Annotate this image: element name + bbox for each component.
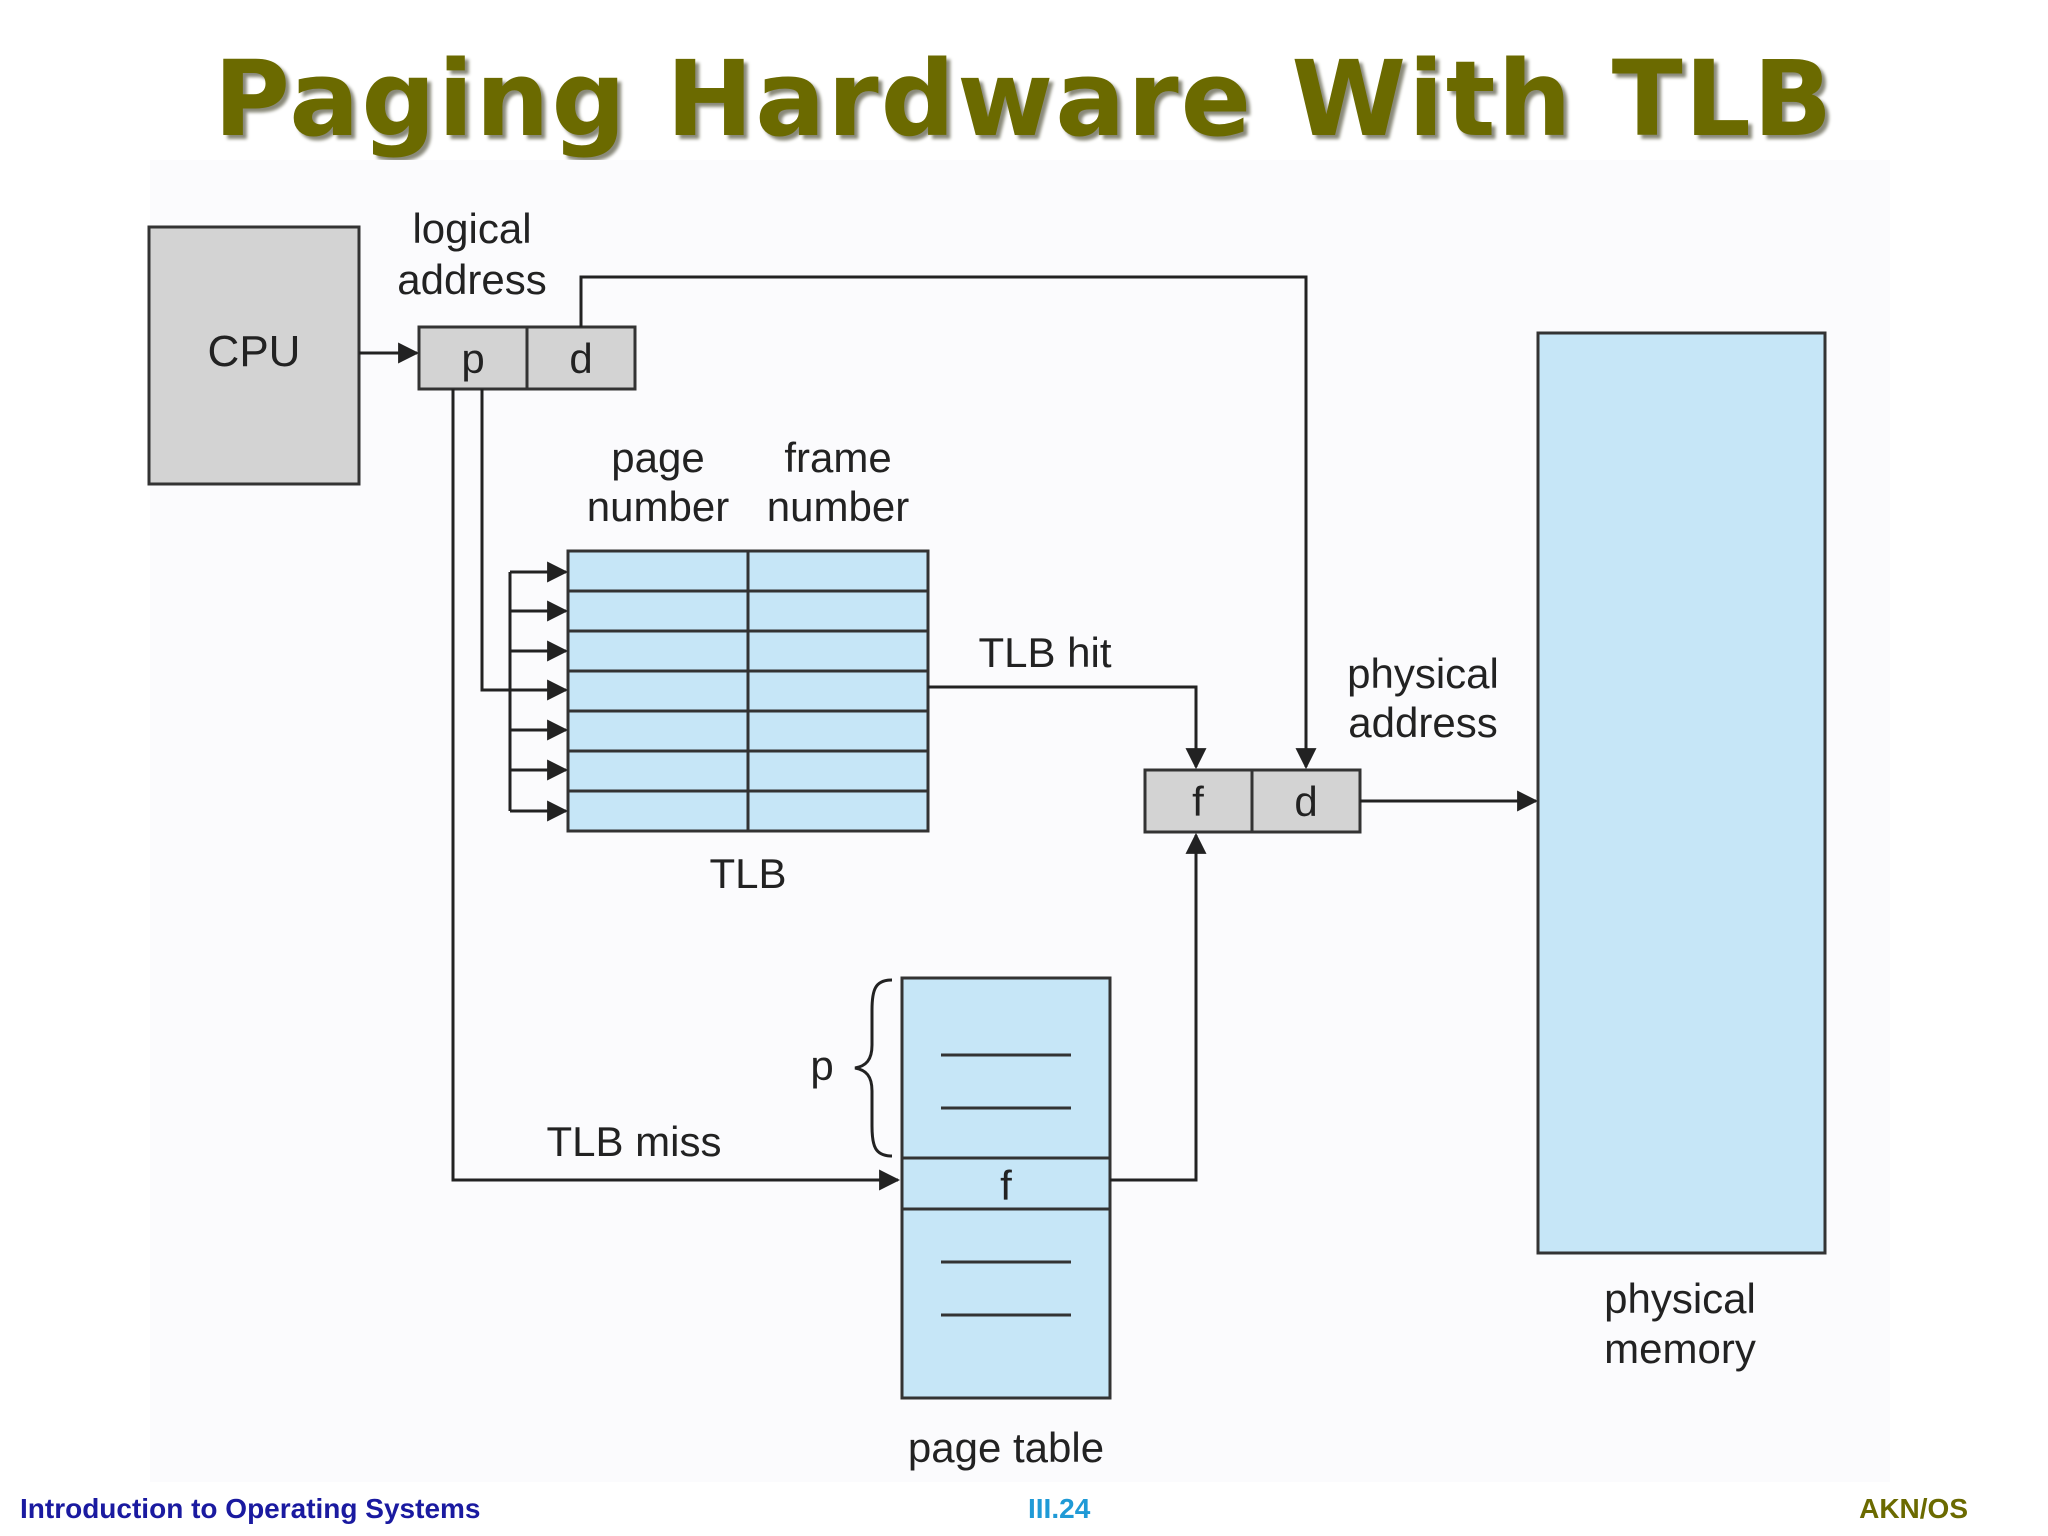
page-table-f: f <box>1000 1162 1012 1209</box>
physical-address-label-line1: physical <box>1347 650 1499 697</box>
tlb-search-arrows <box>480 389 569 822</box>
tlb-col-page-line2: number <box>587 483 729 530</box>
logical-address-d-cell <box>525 325 637 391</box>
logical-address-label-line1: logical <box>412 205 531 252</box>
physical-memory-box <box>1536 331 1827 1255</box>
footer-page-number: III.24 <box>1028 1493 1091 1524</box>
footer-course: Introduction to Operating Systems <box>20 1493 481 1524</box>
tlb-hit-path <box>928 685 1207 770</box>
offset-d-path <box>579 275 1317 770</box>
tlb-col-page-line1: page <box>611 434 704 481</box>
physical-address-d-cell <box>1250 768 1362 834</box>
physical-address-label-line2: address <box>1348 699 1497 746</box>
logical-address-label-line2: address <box>397 256 546 303</box>
physical-address-f: f <box>1192 778 1204 825</box>
physical-memory-label-line1: physical <box>1604 1275 1756 1322</box>
cpu-box <box>147 225 361 486</box>
cpu-label: CPU <box>208 327 301 376</box>
footer-author: AKN/OS <box>1859 1493 1968 1524</box>
tlb-col-frame-line2: number <box>767 483 909 530</box>
tlb-miss-path <box>451 389 901 1191</box>
page-table-p: p <box>810 1042 833 1089</box>
tlb-label: TLB <box>709 850 786 897</box>
physical-memory-label-line2: memory <box>1604 1325 1756 1372</box>
page-table-brace <box>854 978 893 1158</box>
tlb-hit-label: TLB hit <box>978 629 1111 676</box>
tlb-miss-label: TLB miss <box>546 1118 721 1165</box>
page-table-to-frame-path <box>1110 832 1207 1182</box>
physical-address-d: d <box>1294 778 1317 825</box>
page-table <box>900 976 1112 1400</box>
logical-address-d: d <box>569 335 592 382</box>
tlb-table <box>566 549 930 833</box>
page-table-label: page table <box>908 1424 1104 1471</box>
logical-address-p: p <box>461 335 484 382</box>
slide-title: Paging Hardware With TLB <box>213 38 1835 160</box>
tlb-col-frame-line1: frame <box>784 434 891 481</box>
